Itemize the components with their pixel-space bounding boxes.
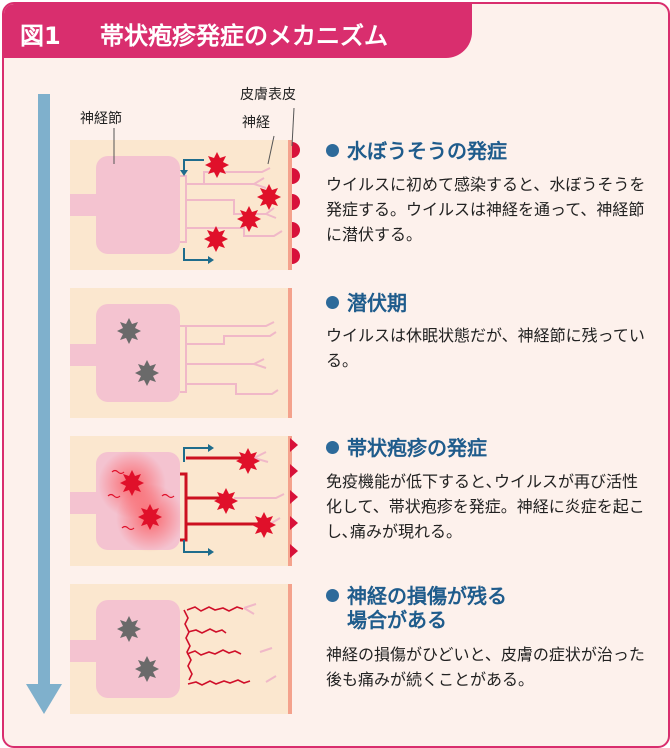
bullet-icon <box>326 144 339 157</box>
skin-surface-label: 皮膚表皮 <box>240 84 296 104</box>
nerve-stem <box>70 194 100 216</box>
bullet-icon <box>326 441 339 454</box>
stage-1-title: 水ぼうそうの発症 <box>326 139 507 163</box>
ganglion <box>96 600 180 698</box>
stage-4-illustration <box>70 584 292 714</box>
stage-2-title: 潜伏期 <box>326 291 407 315</box>
nerve-label: 神経 <box>242 112 270 132</box>
stage-1-illustration <box>70 108 300 270</box>
stage-3-description: 免疫機能が低下すると､ウイルスが再び活性化して、帯状疱疹を発症。神経に炎症を起こ… <box>326 469 646 544</box>
stage-2-description: ウイルスは休眠状態だが、神経節に残っている。 <box>326 323 646 373</box>
timeline-arrow <box>26 94 62 714</box>
bullet-icon <box>326 589 339 602</box>
stage-2-illustration <box>70 288 292 418</box>
stage-3-illustration <box>70 436 298 566</box>
stage-1-description: ウイルスに初めて感染すると、水ぼうそうを発症する。ウイルスは神経を通って、神経節… <box>326 172 646 247</box>
ganglion <box>96 156 180 254</box>
stage-4-description: 神経の損傷がひどいと、皮膚の症状が治った後も痛みが続くことがある。 <box>326 642 646 692</box>
ganglion <box>96 304 180 402</box>
stage-3-title: 帯状疱疹の発症 <box>326 436 487 460</box>
stage-4-title: 神経の損傷が残る場合がある <box>326 584 507 632</box>
skin-blisters <box>292 142 300 264</box>
bullet-icon <box>326 296 339 309</box>
ganglion-label: 神経節 <box>80 108 122 128</box>
